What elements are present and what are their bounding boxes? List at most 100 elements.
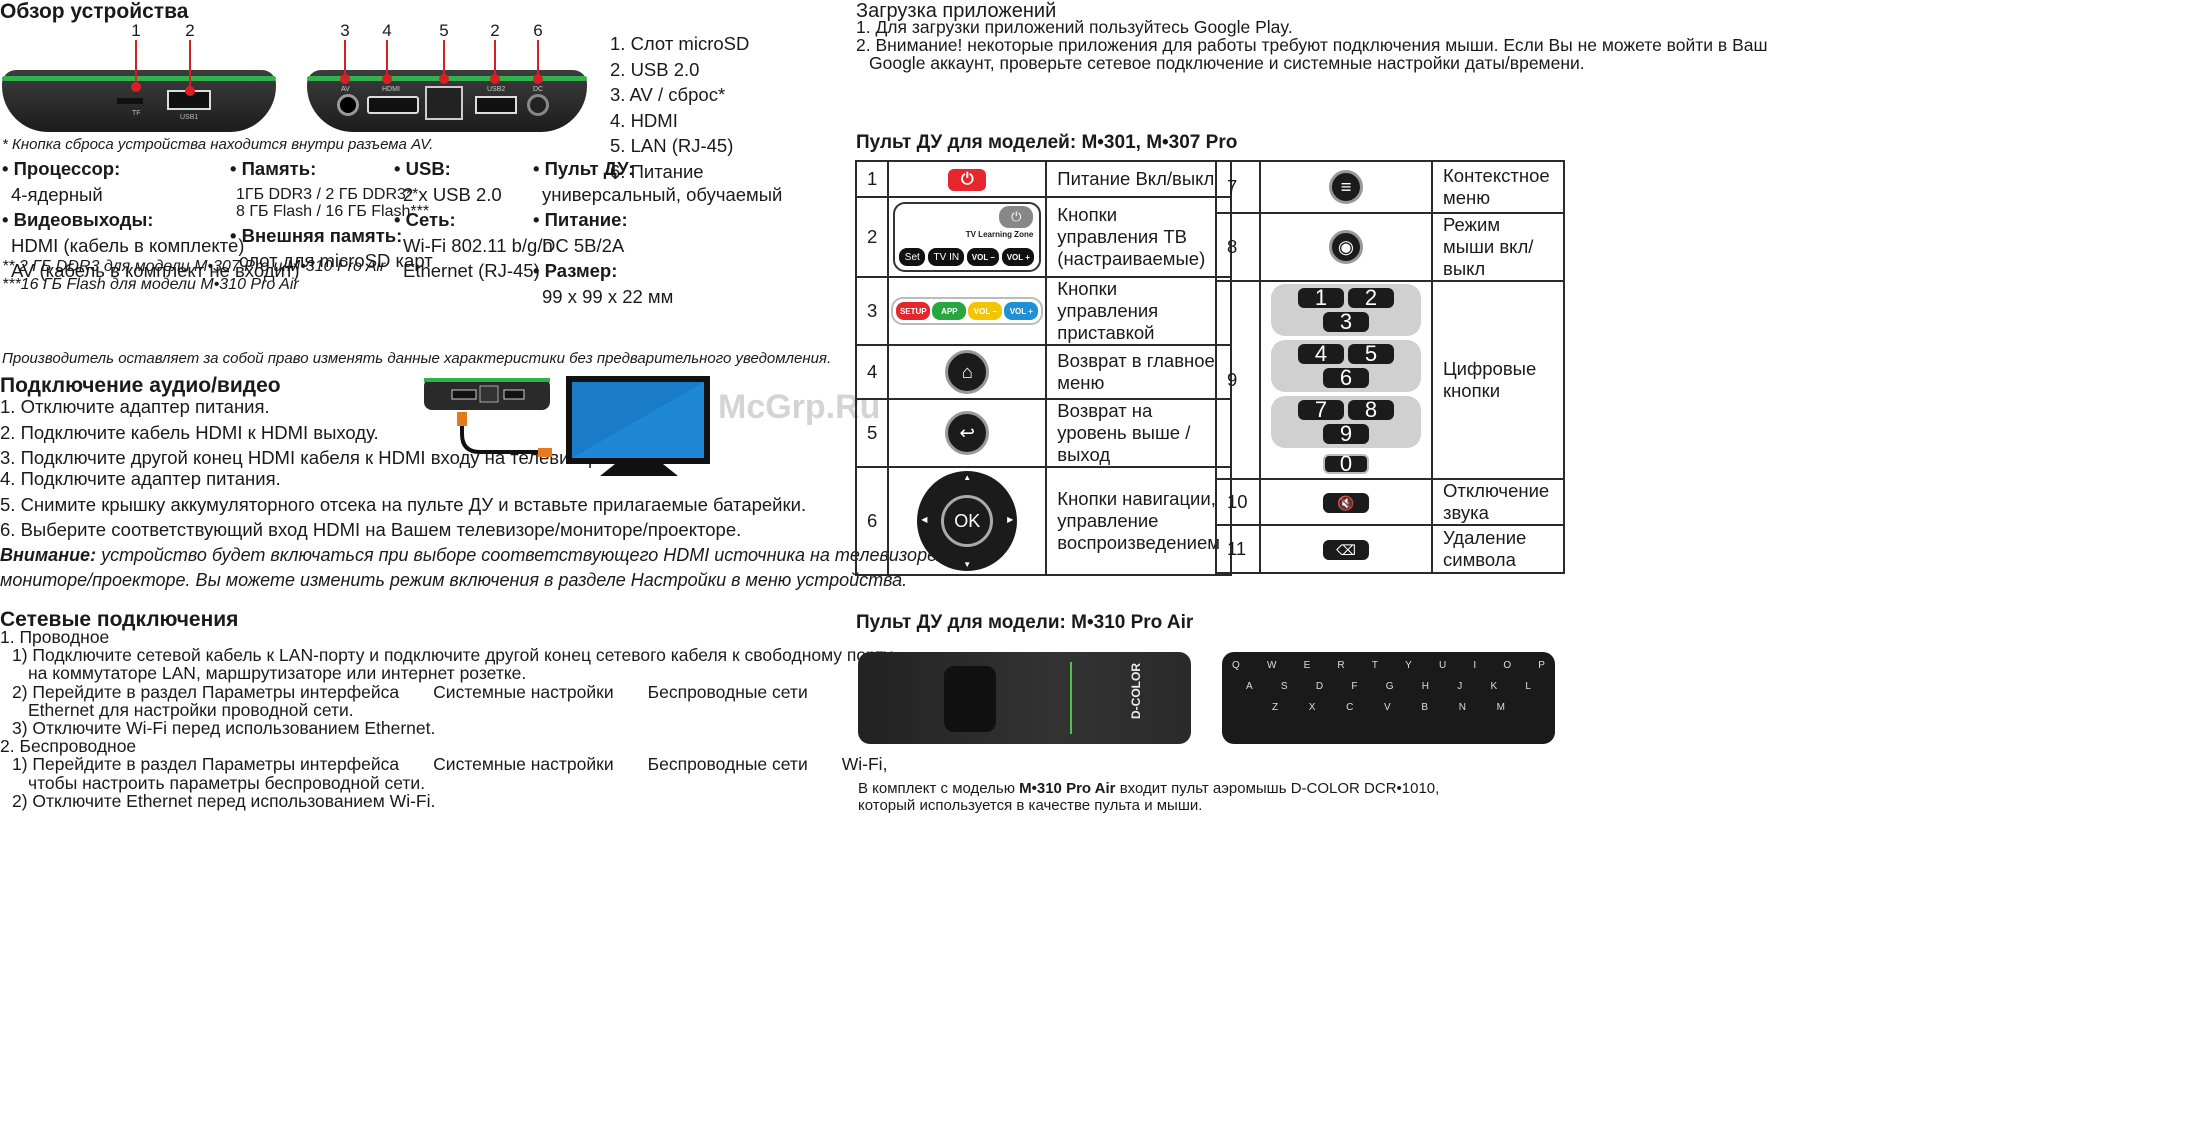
row-number: 8 xyxy=(1215,212,1261,282)
spec-value: 99 x 99 x 22 мм xyxy=(542,285,674,307)
row-number: 7 xyxy=(1215,160,1261,214)
spec-value: 2 x USB 2.0 xyxy=(403,183,502,205)
port-list-item: 1. Слот microSD xyxy=(610,33,750,54)
port-pointer xyxy=(533,40,543,84)
spec-heading: • Память: xyxy=(230,158,317,179)
table-row: 4 ⌂ Возврат в главное меню xyxy=(854,344,1233,400)
network-line: 2) Отключите Ethernet перед использовани… xyxy=(12,790,436,811)
arrow-right-icon: ▶ xyxy=(1007,515,1014,524)
keyboard-key: N xyxy=(1458,702,1466,713)
keyboard-key: B xyxy=(1421,702,1429,713)
reset-note: * Кнопка сброса устройства находится вну… xyxy=(2,136,434,153)
home-icon: ⌂ xyxy=(945,350,990,394)
keyboard-key: T xyxy=(1371,660,1378,671)
warning-text: мониторе/проекторе. Вы можете изменить р… xyxy=(0,570,908,590)
row-description: Кнопки управления ТВ (настраиваемые) xyxy=(1045,196,1233,278)
network-line: 1. Проводное xyxy=(0,627,110,647)
spec-heading: • Питание: xyxy=(533,209,628,230)
table-row: 2 ⏻ TV Learning Zone Set TV IN VOL – VOL… xyxy=(854,196,1233,278)
digit-key: 7 xyxy=(1298,397,1344,422)
apps-text: 1. Для загрузки приложений пользуйтесь G… xyxy=(856,18,1768,72)
port-list-item: 2. USB 2.0 xyxy=(610,58,700,80)
spec-heading: • Размер: xyxy=(533,260,618,281)
keyboard-key: E xyxy=(1303,660,1311,671)
av-step: 4. Подключите адаптер питания. xyxy=(0,468,281,489)
usb1-label: USB1 xyxy=(180,114,199,121)
row-description: Контекстное меню xyxy=(1431,160,1565,214)
device-side-left-image: TF USB1 xyxy=(2,70,276,132)
power-button-cell: ⏻ xyxy=(887,160,1048,198)
spec-value: Ethernet (RJ-45) xyxy=(403,260,540,281)
digit-key: 6 xyxy=(1323,365,1369,390)
arrow-left-icon: ◀ xyxy=(921,515,928,524)
arrow-down-icon: ▼ xyxy=(963,560,972,569)
footnote: ***16 ГБ Flash для модели M•310 Pro Air xyxy=(2,276,299,293)
spec-value: универсальный, обучаемый xyxy=(542,183,783,205)
keyboard-key: V xyxy=(1384,702,1391,713)
av-label: AV xyxy=(341,86,350,93)
disclaimer: Производитель оставляет за собой право и… xyxy=(2,350,832,367)
keyboard-key: A xyxy=(1246,681,1253,692)
keyboard-key: Q xyxy=(1232,660,1240,671)
app-key: APP xyxy=(932,302,967,321)
remote2-title: Пульт ДУ для модели: M•310 Pro Air xyxy=(856,612,1194,633)
table-row: 7 ≡ Контекстное меню xyxy=(1215,160,1565,214)
keyboard-key: W xyxy=(1266,660,1277,671)
arrow-up-icon: ▲ xyxy=(963,473,972,482)
av-step: 1. Отключите адаптер питания. xyxy=(0,396,270,417)
hdmi-port xyxy=(367,96,419,114)
av-step: 3. Подключите другой конец HDMI кабеля к… xyxy=(0,447,614,468)
setup-key: SETUP xyxy=(896,302,931,321)
footnote: ** 2 ГБ DDR3 для модели M•307 Pro и M•31… xyxy=(2,258,386,275)
port-list-item: 4. HDMI xyxy=(610,109,678,131)
hdmi-label: HDMI xyxy=(382,86,400,93)
digit-key: 5 xyxy=(1348,341,1394,366)
port-number: 3 xyxy=(340,21,350,40)
port-number: 2 xyxy=(185,21,195,40)
mute-button-cell: 🔇 xyxy=(1259,478,1433,526)
keyboard-key: U xyxy=(1438,660,1447,671)
spec-value: 1ГБ DDR3 / 2 ГБ DDR3** xyxy=(236,185,419,203)
keyboard-key: I xyxy=(1473,660,1477,671)
tv-in-key: TV IN xyxy=(928,248,965,266)
network-line: чтобы настроить параметры беспроводной с… xyxy=(28,772,426,793)
av-title: Подключение аудио/видео xyxy=(0,374,281,397)
spec-heading: • Процессор: xyxy=(2,158,121,179)
apps-line: Google аккаунт, проверьте сетевое подклю… xyxy=(869,53,1585,73)
power-icon: ⏻ xyxy=(948,169,987,191)
network-line: 1) Перейдите в раздел Параметры интерфей… xyxy=(12,754,888,775)
port-number: 1 xyxy=(131,21,141,40)
row-number: 3 xyxy=(854,276,890,346)
spec-value: Wi-Fi 802.11 b/g/n xyxy=(403,234,553,256)
port-number: 6 xyxy=(533,21,543,40)
port-list-item: 5. LAN (RJ-45) xyxy=(610,135,734,156)
table-row: 10 🔇 Отключение звука xyxy=(1215,478,1565,526)
network-line: 3) Отключите Wi-Fi перед использованием … xyxy=(12,718,436,739)
keyboard-key: Y xyxy=(1405,660,1412,671)
av-step: 6. Выберите соответствующий вход HDMI на… xyxy=(0,519,742,540)
navigation-cell: OK ▲ ▼ ◀ ▶ xyxy=(887,466,1048,576)
port-number: 2 xyxy=(490,21,500,40)
warning-label: Внимание: xyxy=(0,544,97,565)
spec-value: DC 5В/2А xyxy=(542,234,625,256)
row-number: 2 xyxy=(854,196,890,278)
keyboard-key: R xyxy=(1337,660,1345,671)
specs-col-4: • Пульт ДУ: универсальный, обучаемый • П… xyxy=(533,156,782,309)
dc-port xyxy=(527,94,549,116)
network-line: на коммутаторе LAN, маршрутизаторе или и… xyxy=(28,663,527,684)
spec-heading: • Видеовыходы: xyxy=(2,209,154,230)
keyboard-key: S xyxy=(1280,681,1288,692)
warning-text: устройство будет включаться при выборе с… xyxy=(96,544,943,565)
row-number: 4 xyxy=(854,344,890,400)
home-button-cell: ⌂ xyxy=(887,344,1048,400)
network-steps: 1. Проводное 1) Подключите сетевой кабел… xyxy=(0,628,892,810)
row-description: Отключение звука xyxy=(1431,478,1565,526)
row-number: 6 xyxy=(854,466,890,576)
digit-key: 2 xyxy=(1348,285,1394,310)
row-description: Кнопки навигации, управление воспроизвед… xyxy=(1045,466,1233,576)
keyboard-key: L xyxy=(1525,681,1531,692)
spec-heading: • USB: xyxy=(394,158,451,179)
port-pointer xyxy=(439,40,449,84)
overview-title: Обзор устройства xyxy=(0,0,189,23)
